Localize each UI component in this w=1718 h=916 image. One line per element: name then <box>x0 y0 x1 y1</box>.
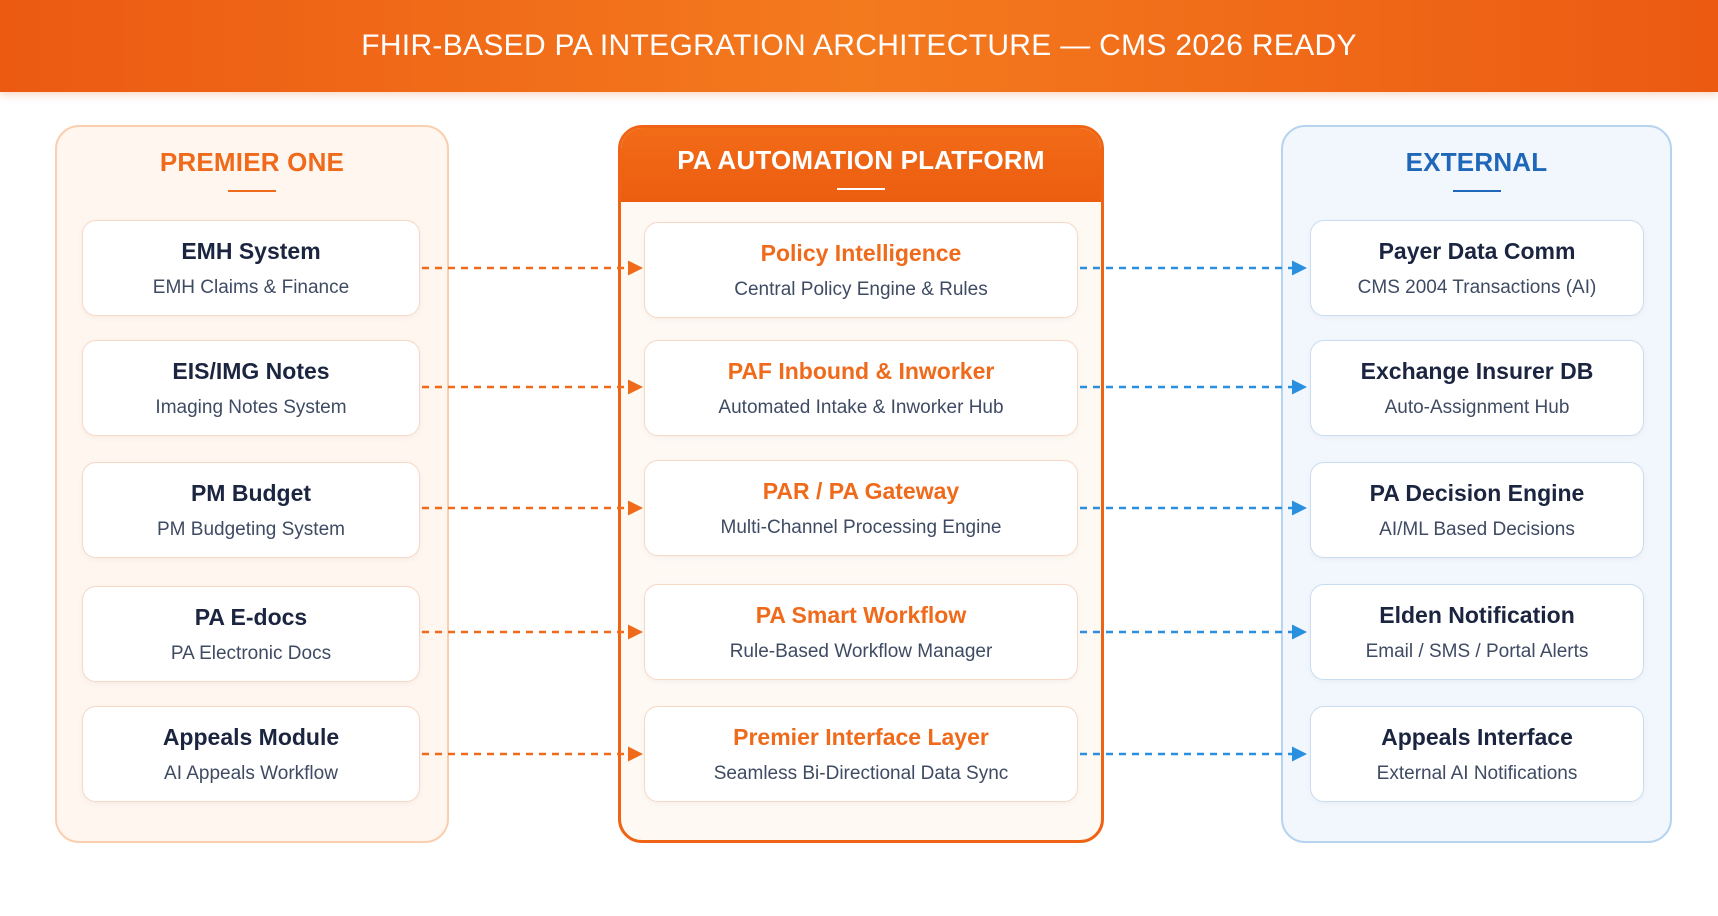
node-subtitle: EMH Claims & Finance <box>152 276 350 298</box>
node-subtitle: PA Electronic Docs <box>170 642 332 664</box>
page-title: FHIR-BASED PA INTEGRATION ARCHITECTURE —… <box>361 29 1357 62</box>
node-title: Payer Data Comm <box>1378 237 1576 264</box>
node-subtitle: Multi-Channel Processing Engine <box>720 516 1002 538</box>
node-subtitle: Central Policy Engine & Rules <box>734 278 988 300</box>
node-subtitle: External AI Notifications <box>1376 762 1578 784</box>
left-connectors <box>422 260 643 762</box>
node-title: Appeals Interface <box>1381 723 1573 750</box>
node-subtitle: AI/ML Based Decisions <box>1379 518 1575 540</box>
node-title: PAR / PA Gateway <box>762 477 960 504</box>
node-subtitle: CMS 2004 Transactions (AI) <box>1357 276 1597 298</box>
header-banner: FHIR-BASED PA INTEGRATION ARCHITECTURE —… <box>0 0 1718 92</box>
column-title: PA AUTOMATION PLATFORM <box>677 144 1045 175</box>
node-par-pa-gateway: PAR / PA Gateway Multi-Channel Processin… <box>644 460 1078 556</box>
node-subtitle: PM Budgeting System <box>157 518 345 540</box>
title-underline <box>837 187 885 190</box>
title-underline <box>1452 189 1501 192</box>
node-pa-smart-workflow: PA Smart Workflow Rule-Based Workflow Ma… <box>644 584 1078 680</box>
node-title: Policy Intelligence <box>760 239 962 266</box>
node-appeals-module: Appeals Module AI Appeals Workflow <box>82 706 420 802</box>
node-subtitle: Seamless Bi-Directional Data Sync <box>713 762 1009 784</box>
node-subtitle: Auto-Assignment Hub <box>1384 396 1570 418</box>
node-subtitle: Imaging Notes System <box>155 396 347 418</box>
node-subtitle: Automated Intake & Inworker Hub <box>718 396 1004 418</box>
column-header: PA AUTOMATION PLATFORM <box>621 128 1101 202</box>
node-eis-img-notes: EIS/IMG Notes Imaging Notes System <box>82 340 420 436</box>
node-paf-inbound-inworker: PAF Inbound & Inworker Automated Intake … <box>644 340 1078 436</box>
node-title: EIS/IMG Notes <box>172 357 330 384</box>
column-header: PREMIER ONE <box>57 127 447 207</box>
node-pa-e-docs: PA E-docs PA Electronic Docs <box>82 586 420 682</box>
node-title: PM Budget <box>190 479 312 506</box>
node-appeals-interface: Appeals Interface External AI Notificati… <box>1310 706 1644 802</box>
right-connectors <box>1080 260 1307 762</box>
node-title: PA Smart Workflow <box>755 601 967 628</box>
node-title: PA E-docs <box>194 603 308 630</box>
node-payer-data-comm: Payer Data Comm CMS 2004 Transactions (A… <box>1310 220 1644 316</box>
node-title: Premier Interface Layer <box>733 723 989 750</box>
node-exchange-insurer-db: Exchange Insurer DB Auto-Assignment Hub <box>1310 340 1644 436</box>
node-subtitle: Rule-Based Workflow Manager <box>729 640 993 662</box>
node-pa-decision-engine: PA Decision Engine AI/ML Based Decisions <box>1310 462 1644 558</box>
node-subtitle: AI Appeals Workflow <box>164 762 338 784</box>
node-elden-notification: Elden Notification Email / SMS / Portal … <box>1310 584 1644 680</box>
node-title: Exchange Insurer DB <box>1360 357 1594 384</box>
column-title: PREMIER ONE <box>159 146 345 177</box>
node-premier-interface-layer: Premier Interface Layer Seamless Bi-Dire… <box>644 706 1078 802</box>
node-subtitle: Email / SMS / Portal Alerts <box>1365 640 1589 662</box>
column-title: EXTERNAL <box>1405 146 1548 177</box>
node-policy-intelligence: Policy Intelligence Central Policy Engin… <box>644 222 1078 318</box>
node-pm-budget: PM Budget PM Budgeting System <box>82 462 420 558</box>
node-title: PA Decision Engine <box>1369 479 1585 506</box>
node-title: EMH System <box>181 237 321 264</box>
node-title: Appeals Module <box>162 723 340 750</box>
node-title: PAF Inbound & Inworker <box>727 357 995 384</box>
column-header: EXTERNAL <box>1283 127 1670 207</box>
node-emh-system: EMH System EMH Claims & Finance <box>82 220 420 316</box>
title-underline <box>228 189 276 192</box>
node-title: Elden Notification <box>1379 601 1575 628</box>
